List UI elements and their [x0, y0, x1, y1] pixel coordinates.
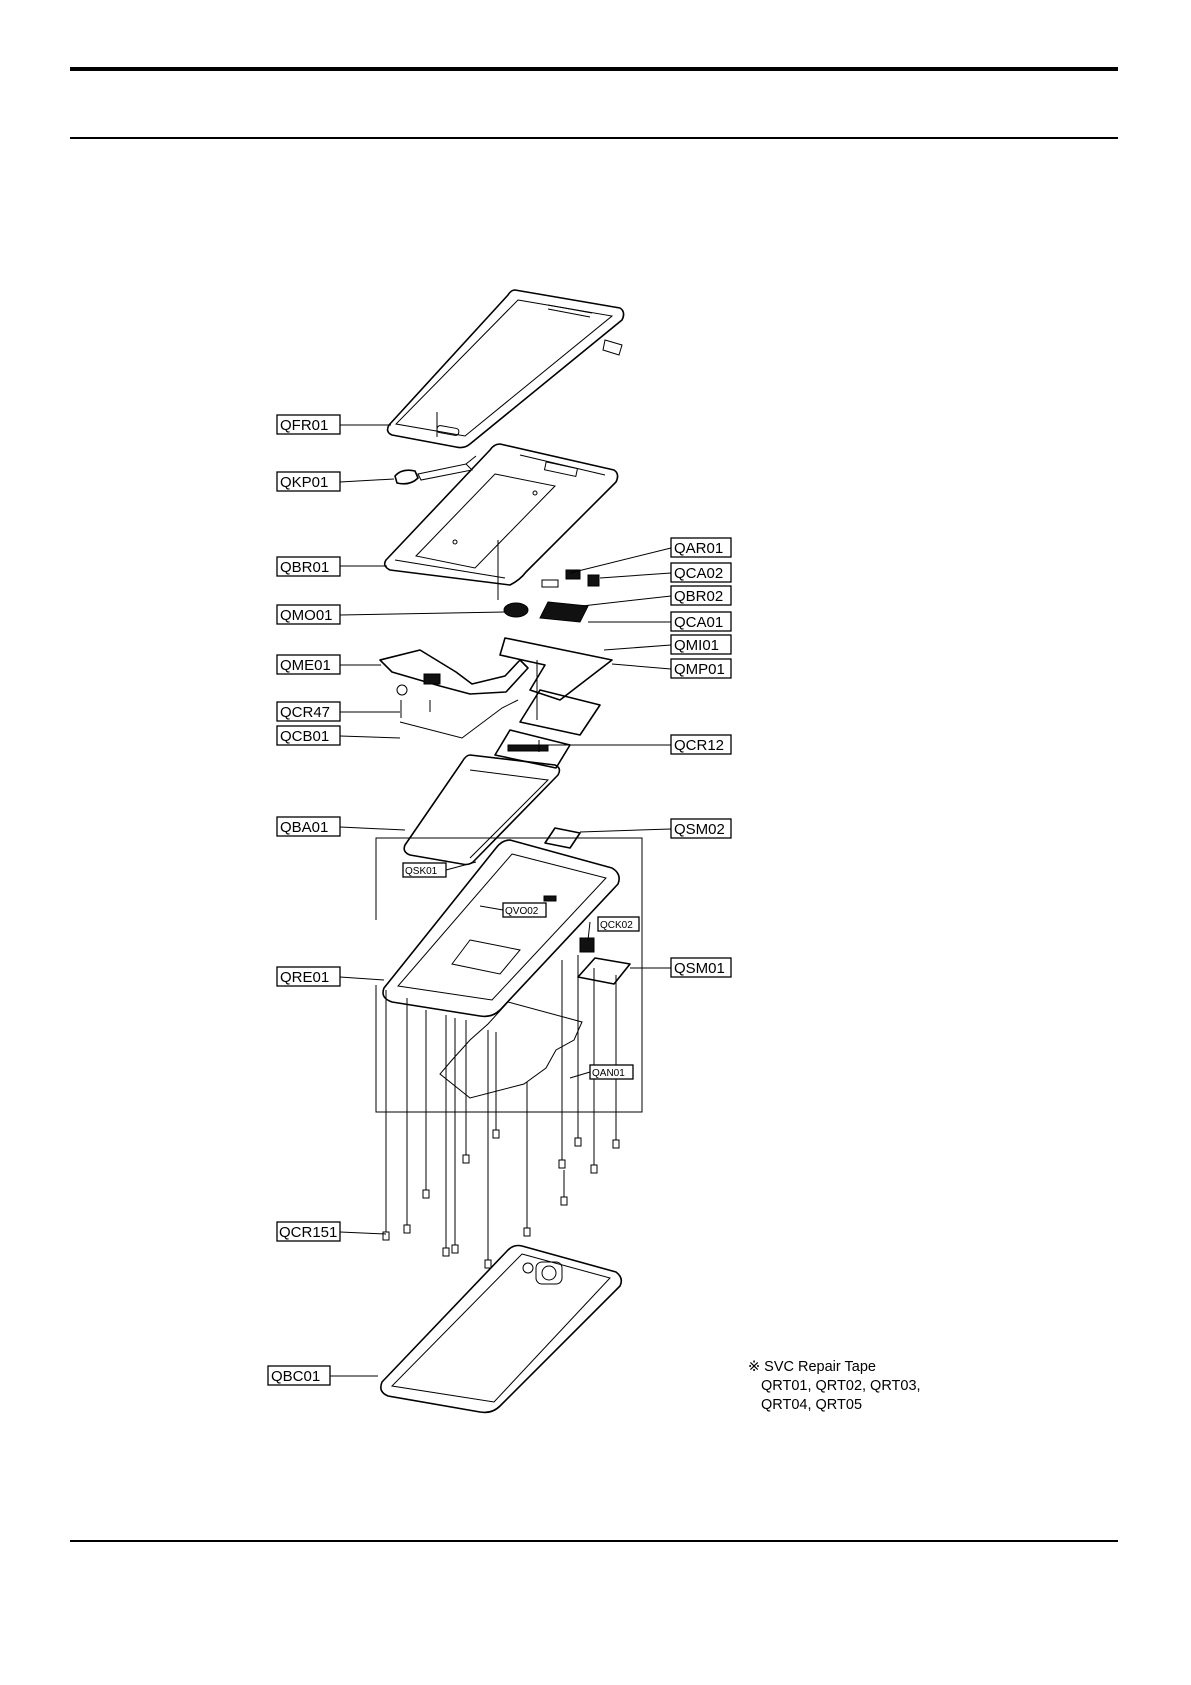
callout-QMI01: QMI01 — [671, 635, 731, 654]
callout-QMO01: QMO01 — [277, 605, 340, 624]
key-pad-part — [395, 456, 476, 484]
callout-QBA01: QBA01 — [277, 817, 340, 836]
callout-QSM01-label: QSM01 — [674, 960, 725, 977]
callout-QVO02-label: QVO02 — [505, 906, 539, 917]
back-cover-part — [381, 1246, 621, 1413]
callout-QBC01: QBC01 — [268, 1366, 330, 1385]
sim-tray-1-part — [578, 958, 630, 984]
callout-QAR01-label: QAR01 — [674, 540, 723, 557]
callout-QRE01-label: QRE01 — [280, 969, 329, 986]
front-panel-part — [388, 290, 624, 448]
callout-QAN01: QAN01 — [590, 1065, 633, 1079]
coax-cable-part — [400, 700, 518, 738]
note-parts-line-1: QRT01, QRT02, QRT03, — [748, 1377, 921, 1396]
vibration-motor-part — [504, 603, 528, 617]
callout-QCA02: QCA02 — [671, 563, 731, 582]
callout-QCR47: QCR47 — [277, 702, 340, 721]
callout-QSM02: QSM02 — [671, 819, 731, 838]
callout-QCR47-label: QCR47 — [280, 704, 330, 721]
callout-QBR01-label: QBR01 — [280, 559, 329, 576]
callout-QBA01-label: QBA01 — [280, 819, 328, 836]
callout-QME01-label: QME01 — [280, 657, 331, 674]
callout-QCK02-label: QCK02 — [600, 920, 633, 931]
callout-QRE01: QRE01 — [277, 967, 340, 986]
callout-QCA01-label: QCA01 — [674, 614, 723, 631]
screw-qcr47-part — [401, 700, 539, 752]
callout-QCR12: QCR12 — [671, 735, 731, 754]
callout-QMI01-label: QMI01 — [674, 637, 719, 654]
callout-QKP01-label: QKP01 — [280, 474, 328, 491]
callout-QBR02: QBR02 — [671, 586, 731, 605]
callout-QCB01-label: QCB01 — [280, 728, 329, 745]
callout-QBR02-label: QBR02 — [674, 588, 723, 605]
repair-tape-note: ※ SVC Repair Tape QRT01, QRT02, QRT03, Q… — [748, 1358, 921, 1415]
callout-QCR151-label: QCR151 — [279, 1224, 337, 1241]
callout-QMP01: QMP01 — [671, 659, 731, 678]
callout-QMO01-label: QMO01 — [280, 607, 333, 624]
callout-QCA01: QCA01 — [671, 612, 731, 631]
antenna-part — [440, 1002, 582, 1098]
callout-QSK01: QSK01 — [403, 863, 446, 877]
note-title: ※ SVC Repair Tape — [748, 1358, 921, 1377]
battery-part — [404, 755, 559, 865]
callout-QCR151: QCR151 — [277, 1222, 340, 1241]
callout-QAR01: QAR01 — [671, 538, 731, 557]
bracket-2-part — [540, 602, 588, 622]
callout-QSM01: QSM01 — [671, 958, 731, 977]
callout-QME01: QME01 — [277, 655, 340, 674]
callout-QMP01-label: QMP01 — [674, 661, 725, 678]
callout-QFR01-label: QFR01 — [280, 417, 328, 434]
callout-QAN01-label: QAN01 — [592, 1068, 625, 1079]
callout-QFR01: QFR01 — [277, 415, 340, 434]
callout-QVO02: QVO02 — [503, 903, 546, 917]
bracket-frame-part — [385, 444, 618, 600]
note-parts-line-2: QRT04, QRT05 — [748, 1396, 921, 1415]
callout-QBC01-label: QBC01 — [271, 1368, 320, 1385]
callout-QSM02-label: QSM02 — [674, 821, 725, 838]
callout-QSK01-label: QSK01 — [405, 866, 438, 877]
callout-QCA02-label: QCA02 — [674, 565, 723, 582]
callout-QCB01: QCB01 — [277, 726, 340, 745]
leader-lines — [330, 425, 671, 1376]
callout-QCK02: QCK02 — [598, 917, 639, 931]
callout-QBR01: QBR01 — [277, 557, 340, 576]
callout-QCR12-label: QCR12 — [674, 737, 724, 754]
callout-QKP01: QKP01 — [277, 472, 340, 491]
